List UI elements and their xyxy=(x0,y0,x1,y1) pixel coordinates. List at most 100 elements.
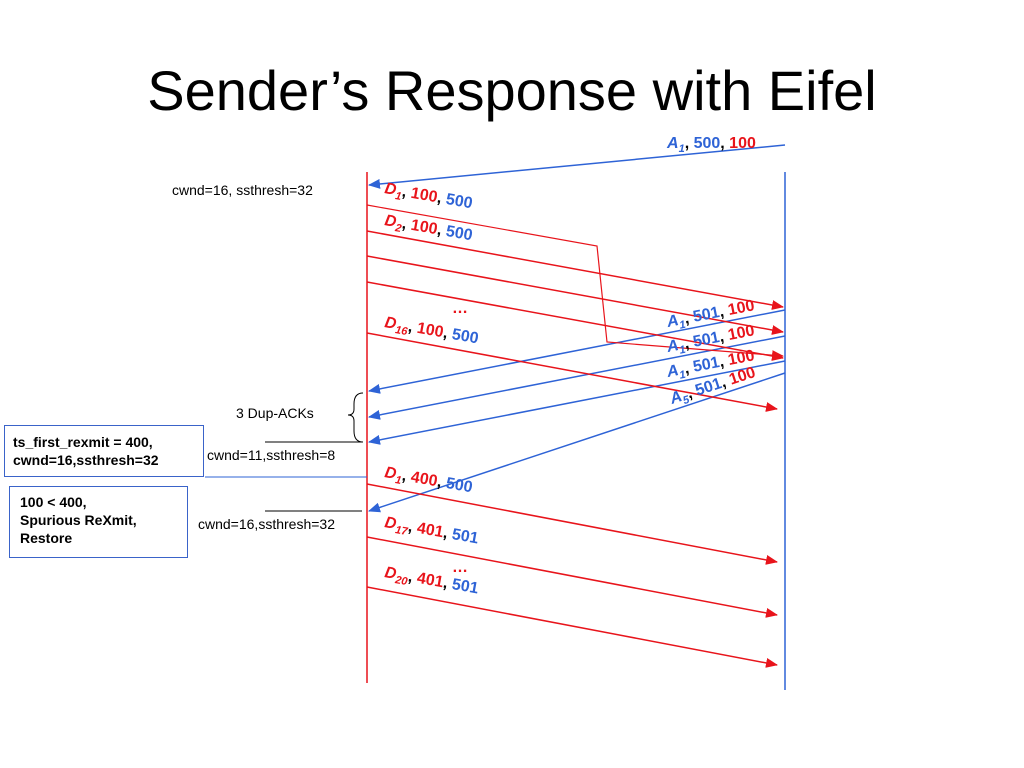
separator: , xyxy=(401,183,413,201)
packet-value-1: 401 xyxy=(416,520,445,541)
separator: , xyxy=(401,467,413,485)
packet-subscript: 17 xyxy=(394,524,409,538)
packet-subscript: 1 xyxy=(678,319,686,332)
ack-arrow-dup-1 xyxy=(368,309,786,394)
packet-letter: A xyxy=(667,388,684,408)
data-arrow-d1-rexmit xyxy=(366,483,778,565)
ack-arrow-a5 xyxy=(368,372,786,513)
packet-label-d2: D2, 100, 500 xyxy=(383,212,474,247)
rexmit-note-line1: ts_first_rexmit = 400, xyxy=(13,434,153,450)
packet-value-2: 501 xyxy=(451,526,480,547)
packet-value-1: 100 xyxy=(416,320,445,341)
packet-label-a5: A5, 501, 100 xyxy=(667,364,759,411)
separator: , xyxy=(436,473,448,491)
packet-value-1: 501 xyxy=(692,304,722,326)
packet-value-2: 500 xyxy=(445,191,474,212)
data-arrow-d20 xyxy=(366,586,778,668)
data-arrow-d1-lost xyxy=(366,204,784,361)
packet-label-d16: D16, 100, 500 xyxy=(383,314,480,350)
packet-value-1: 400 xyxy=(409,469,438,490)
slide-title: Sender’s Response with Eifel xyxy=(147,59,877,122)
spurious-note-line3: Restore xyxy=(20,530,73,546)
rexmit-timestamp-note: ts_first_rexmit = 400, cwnd=16,ssthresh=… xyxy=(4,425,204,477)
ack-arrow-dup-3 xyxy=(368,360,786,445)
separator: , xyxy=(720,135,729,152)
data-arrow-d2 xyxy=(366,230,784,310)
packet-letter: D xyxy=(383,212,398,231)
separator: , xyxy=(401,215,413,233)
packet-letter: D xyxy=(383,464,398,483)
packet-letter: D xyxy=(383,514,398,533)
separator: , xyxy=(407,518,419,536)
packet-value-1: 501 xyxy=(692,354,722,376)
packet-subscript: 20 xyxy=(393,574,409,588)
separator: , xyxy=(683,359,695,377)
ellipsis-bottom: … xyxy=(452,559,468,576)
packet-letter: A xyxy=(666,135,679,152)
separator: , xyxy=(407,568,419,586)
packet-letter: A xyxy=(665,362,681,381)
packet-subscript: 5 xyxy=(681,394,691,408)
packet-label-a1-r2: A1, 501, 100 xyxy=(665,322,757,359)
packet-value-1: 100 xyxy=(409,217,438,238)
packet-value-2: 500 xyxy=(451,326,480,347)
packet-value-2: 100 xyxy=(727,347,757,369)
spurious-rexmit-note: 100 < 400, Spurious ReXmit, Restore xyxy=(9,486,188,558)
packet-subscript: 1 xyxy=(678,344,686,357)
separator: , xyxy=(685,135,694,152)
rexmit-note-line2: cwnd=16,ssthresh=32 xyxy=(13,452,159,468)
packet-label-d17: D17, 401, 501 xyxy=(383,514,480,550)
data-arrow-d3 xyxy=(366,255,784,335)
packet-value-2: 100 xyxy=(727,297,757,319)
packet-label-a1-r1: A1, 501, 100 xyxy=(665,297,757,334)
packet-value-1: 501 xyxy=(692,329,722,351)
packet-subscript: 1 xyxy=(679,143,685,155)
separator: , xyxy=(683,334,695,352)
packet-label-a1-top: A1, 500, 100 xyxy=(666,135,756,155)
ack-arrow-dup-2 xyxy=(368,335,786,420)
dup-acks-brace xyxy=(347,392,364,443)
packet-letter: A xyxy=(665,337,681,356)
packet-label-d1-top: D1, 100, 500 xyxy=(383,180,474,215)
packet-subscript: 1 xyxy=(394,190,402,203)
packet-label-d1-rexmit: D1, 400, 500 xyxy=(383,464,474,499)
packet-subscript: 1 xyxy=(678,369,686,382)
separator: , xyxy=(718,352,730,370)
spurious-note-line2: Spurious ReXmit, xyxy=(20,512,137,528)
packet-value-1: 100 xyxy=(409,185,438,206)
spurious-note-line1: 100 < 400, xyxy=(20,494,87,510)
data-arrow-d4 xyxy=(366,281,784,361)
dup-acks-label: 3 Dup-ACKs xyxy=(236,405,314,421)
cwnd-reduced-label: cwnd=11,ssthresh=8 xyxy=(207,447,335,463)
packet-letter: A xyxy=(665,312,681,331)
cwnd-initial-label: cwnd=16, ssthresh=32 xyxy=(172,182,313,198)
separator: , xyxy=(436,221,448,239)
packet-label-a1-r3: A1, 501, 100 xyxy=(665,347,757,384)
data-arrow-d17 xyxy=(366,536,778,618)
data-arrow-d16 xyxy=(366,332,778,412)
separator: , xyxy=(436,189,448,207)
cwnd-restored-label: cwnd=16,ssthresh=32 xyxy=(198,516,335,532)
packet-value-2: 100 xyxy=(729,135,756,152)
separator: , xyxy=(442,325,454,343)
ellipsis-top: … xyxy=(452,300,468,317)
packet-value-2: 500 xyxy=(445,223,474,244)
separator: , xyxy=(718,302,730,320)
separator: , xyxy=(683,309,695,327)
packet-label-d20: D20, 401, 501 xyxy=(383,564,480,600)
packet-letter: D xyxy=(383,180,398,199)
separator: , xyxy=(442,575,454,593)
packet-value-1: 401 xyxy=(416,570,445,591)
packet-subscript: 2 xyxy=(393,222,402,235)
packet-letter: D xyxy=(383,564,398,583)
separator: , xyxy=(718,327,730,345)
packet-value-1: 500 xyxy=(694,135,721,152)
separator: , xyxy=(442,525,454,543)
ack-arrow-a1-top xyxy=(368,144,786,189)
separator: , xyxy=(407,318,419,336)
packet-value-2: 501 xyxy=(451,576,480,597)
packet-value-2: 500 xyxy=(445,475,474,496)
packet-subscript: 16 xyxy=(394,324,409,338)
